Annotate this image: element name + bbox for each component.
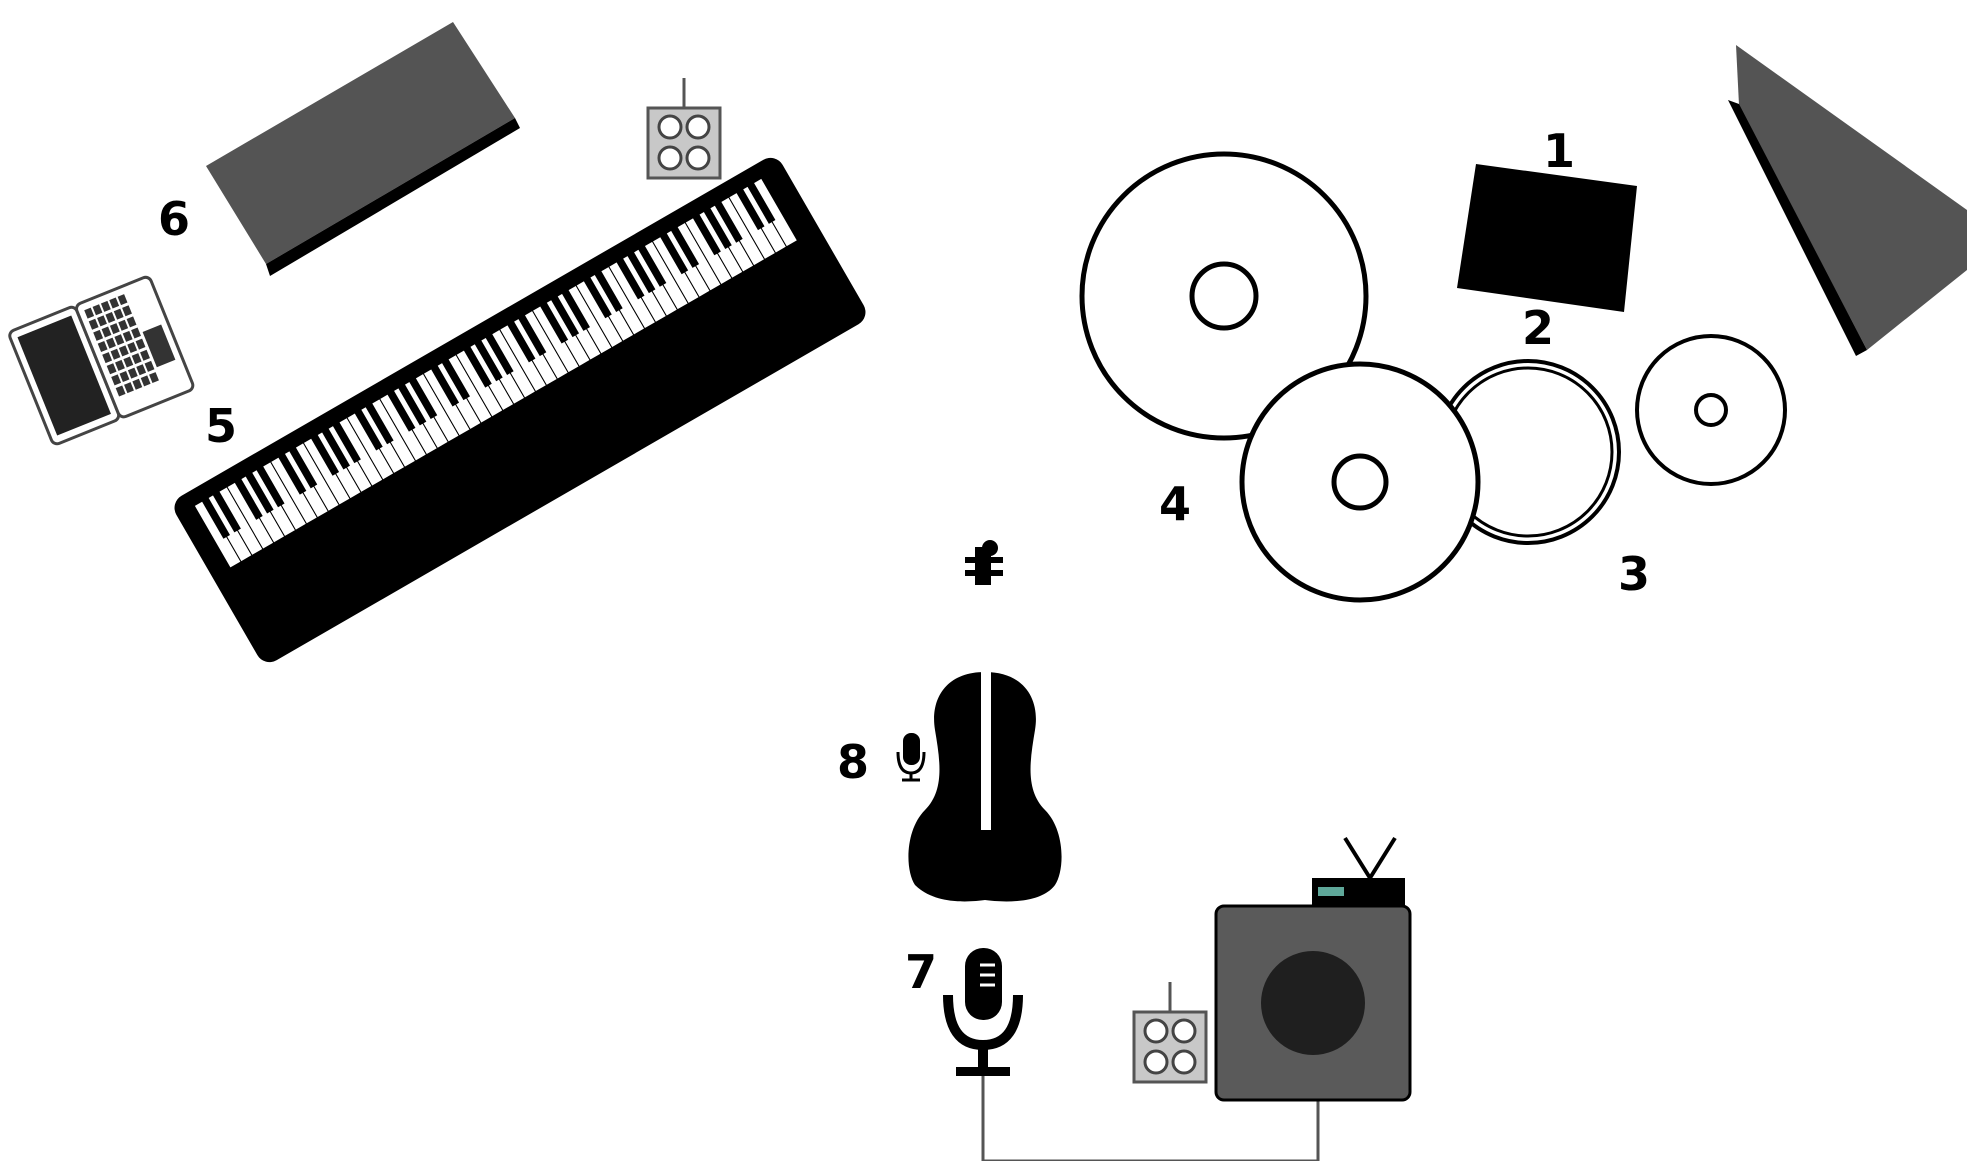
cable-line [981, 1076, 1320, 1161]
cello-icon [908, 540, 1062, 902]
stage-monitor-right [1728, 45, 1967, 356]
keyboard-icon [174, 157, 866, 663]
microphone-icon [896, 733, 926, 782]
label-7: 7 [905, 945, 937, 999]
laptop-icon [8, 275, 195, 446]
amplifier-icon [1214, 836, 1412, 1102]
label-1: 1 [1543, 124, 1575, 178]
cymbal-icon [1239, 361, 1481, 603]
drum-icon [1435, 359, 1621, 545]
di-box-icon [646, 78, 722, 180]
label-4: 4 [1159, 477, 1191, 531]
stage-monitor-left [206, 22, 520, 276]
label-5: 5 [205, 399, 237, 453]
label-3: 3 [1618, 547, 1650, 601]
label-8: 8 [837, 735, 869, 789]
cymbal-icon [1635, 334, 1787, 486]
di-box-icon [1132, 982, 1208, 1084]
kick-drum-icon [1457, 164, 1637, 312]
label-6: 6 [158, 192, 190, 246]
microphone-icon [943, 948, 1023, 1076]
label-2: 2 [1522, 301, 1554, 355]
cymbal-icon [1079, 151, 1369, 441]
